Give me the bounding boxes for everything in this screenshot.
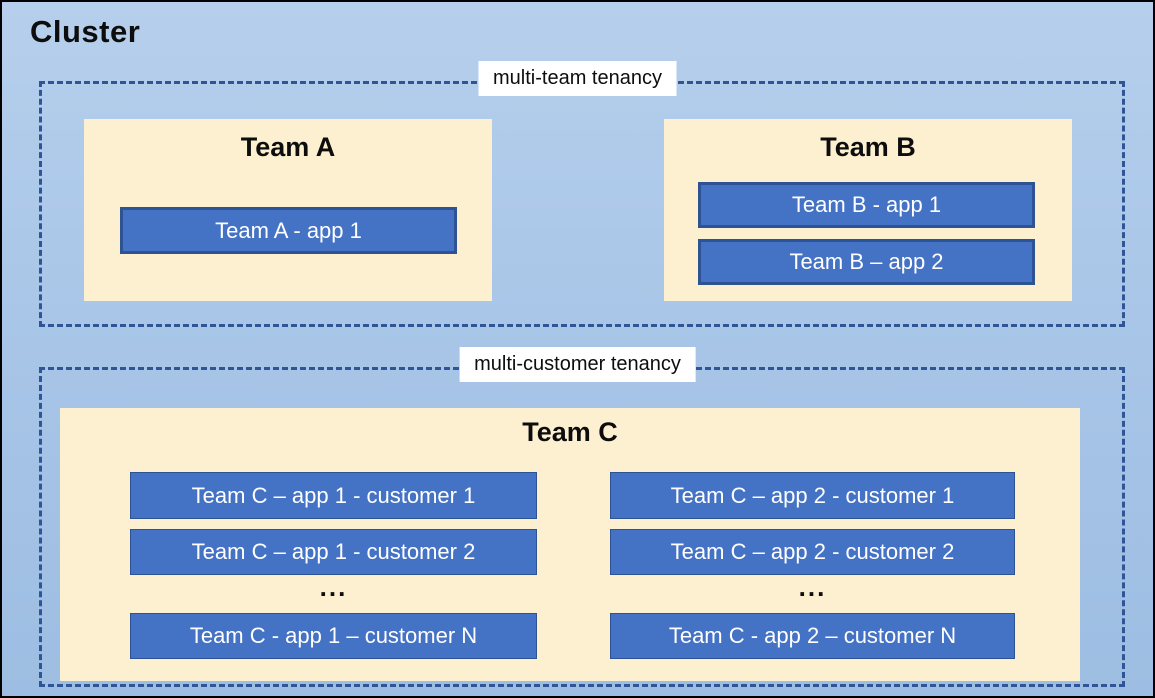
team-c-app2-ellipsis: ... (798, 572, 827, 602)
team-c-app1-customer1-box: Team C – app 1 - customer 1 (130, 472, 537, 519)
team-c-app1-ellipsis: ... (319, 572, 348, 602)
cluster-title: Cluster (30, 14, 141, 49)
team-b-panel: Team B Team B - app 1 Team B – app 2 (664, 119, 1072, 301)
team-c-app-2-column: Team C – app 2 - customer 1 Team C – app… (610, 408, 1015, 681)
team-b-title: Team B (820, 132, 916, 162)
multi-customer-tenancy-label: multi-customer tenancy (459, 347, 696, 382)
team-c-title: Team C (522, 417, 618, 447)
team-a-title: Team A (240, 132, 336, 162)
team-a-panel: Team A Team A - app 1 (84, 119, 492, 301)
team-b-app-1-box: Team B - app 1 (698, 182, 1035, 228)
team-c-app2-customer2-box: Team C – app 2 - customer 2 (610, 529, 1015, 575)
team-c-app2-customer1-box: Team C – app 2 - customer 1 (610, 472, 1015, 519)
team-b-app-2-box: Team B – app 2 (698, 239, 1035, 285)
team-c-app-1-column: Team C – app 1 - customer 1 Team C – app… (130, 408, 537, 681)
multi-team-tenancy-label: multi-team tenancy (478, 61, 677, 96)
team-c-panel: Team C Team C – app 1 - customer 1 Team … (60, 408, 1080, 681)
team-c-app1-customerN-box: Team C - app 1 – customer N (130, 613, 537, 659)
team-a-app-1-box: Team A - app 1 (120, 207, 457, 254)
team-c-app2-customerN-box: Team C - app 2 – customer N (610, 613, 1015, 659)
team-c-app1-customer2-box: Team C – app 1 - customer 2 (130, 529, 537, 575)
